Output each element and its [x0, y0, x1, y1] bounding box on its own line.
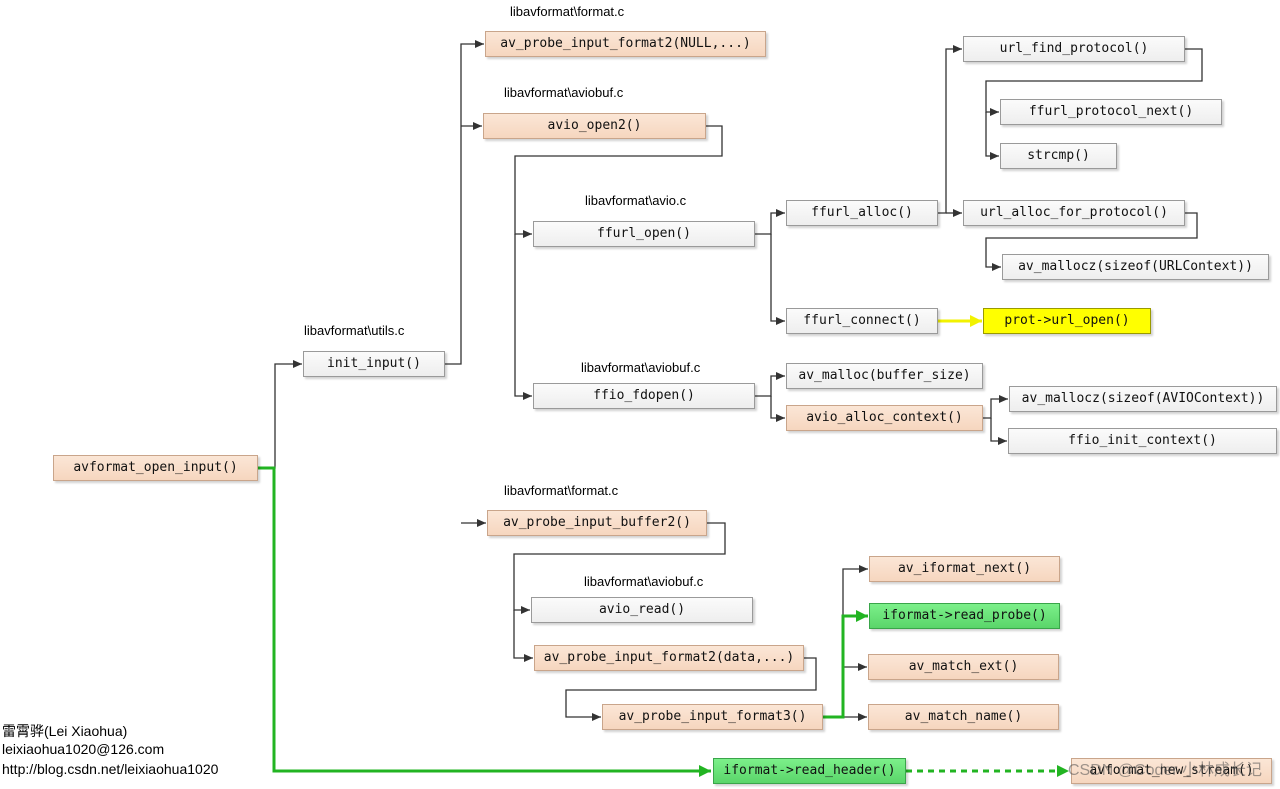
connector-line — [770, 234, 785, 325]
node-av-probe-input-format2-null: av_probe_input_format2(NULL,...) — [485, 31, 766, 57]
node-strcmp: strcmp() — [1000, 143, 1117, 169]
file-label-avio-c: libavformat\avio.c — [585, 193, 687, 208]
node-ffio-fdopen: ffio_fdopen() — [533, 383, 755, 409]
node-av-mallocz-urlcontext: av_mallocz(sizeof(URLContext)) — [1002, 254, 1269, 280]
file-label-aviobuf-c-2: libavformat\aviobuf.c — [581, 360, 701, 375]
connector-line — [755, 372, 785, 397]
connector-line — [513, 522, 726, 614]
author-email: leixiaohua1020@126.com — [2, 741, 165, 757]
connector-line — [513, 610, 533, 662]
node-ffurl-open: ffurl_open() — [533, 221, 755, 247]
node-av-probe-input-buffer2: av_probe_input_buffer2() — [487, 510, 707, 536]
node-avformat-open-input: avformat_open_input() — [53, 455, 258, 481]
node-avio-open2: avio_open2() — [483, 113, 706, 139]
node-av-match-ext: av_match_ext() — [868, 654, 1059, 680]
connector-line — [770, 396, 785, 422]
file-label-format-c-2: libavformat\format.c — [504, 483, 619, 498]
connector-line — [514, 234, 532, 400]
connector-line — [990, 418, 1007, 445]
connector-line — [823, 565, 868, 718]
node-av-malloc-buffer-size: av_malloc(buffer_size) — [786, 363, 983, 389]
file-label-format-c: libavformat\format.c — [510, 4, 625, 19]
connector-line — [985, 112, 999, 160]
connector-line — [514, 125, 723, 238]
file-label-aviobuf-c-3: libavformat\aviobuf.c — [584, 574, 704, 589]
connector-line — [985, 212, 1198, 271]
file-label-utils-c: libavformat\utils.c — [304, 323, 405, 338]
author-name: 雷霄骅(Lei Xiaohua) — [2, 723, 128, 739]
node-iformat-read-header: iformat->read_header() — [713, 758, 906, 784]
file-label-aviobuf-c: libavformat\aviobuf.c — [504, 85, 624, 100]
watermark: CSDN @Coder 小林成长记 — [1068, 762, 1263, 779]
node-av-probe-input-format3: av_probe_input_format3() — [602, 704, 823, 730]
node-avio-alloc-context: avio_alloc_context() — [786, 405, 983, 431]
green-call-path — [258, 466, 711, 777]
green-probe-path — [823, 610, 868, 719]
connector-line — [565, 657, 817, 721]
node-url-find-protocol: url_find_protocol() — [963, 36, 1185, 62]
node-iformat-read-probe: iformat->read_probe() — [869, 603, 1060, 629]
node-ffio-init-context: ffio_init_context() — [1008, 428, 1277, 454]
node-avformat-new-stream: avformat_new_stream() — [1071, 758, 1272, 784]
node-av-mallocz-aviocontext: av_mallocz(sizeof(AVIOContext)) — [1009, 386, 1277, 412]
node-init-input: init_input() — [303, 351, 445, 377]
node-ffurl-alloc: ffurl_alloc() — [786, 200, 938, 226]
node-avio-read: avio_read() — [531, 597, 753, 623]
node-ffurl-connect: ffurl_connect() — [786, 308, 938, 334]
node-av-iformat-next: av_iformat_next() — [869, 556, 1060, 582]
connector-line — [938, 45, 962, 214]
connector-line — [983, 395, 1008, 419]
node-prot-url-open: prot->url_open() — [983, 308, 1151, 334]
connector-line — [985, 48, 1203, 116]
node-av-match-name: av_match_name() — [868, 704, 1059, 730]
connector-line — [258, 360, 302, 469]
author-blog: http://blog.csdn.net/leixiaohua1020 — [2, 761, 219, 777]
node-ffurl-protocol-next: ffurl_protocol_next() — [1000, 99, 1222, 125]
node-url-alloc-for-protocol: url_alloc_for_protocol() — [963, 200, 1185, 226]
connector-line — [445, 40, 484, 365]
connector-line — [755, 209, 785, 235]
node-av-probe-input-format2-data: av_probe_input_format2(data,...) — [534, 645, 804, 671]
